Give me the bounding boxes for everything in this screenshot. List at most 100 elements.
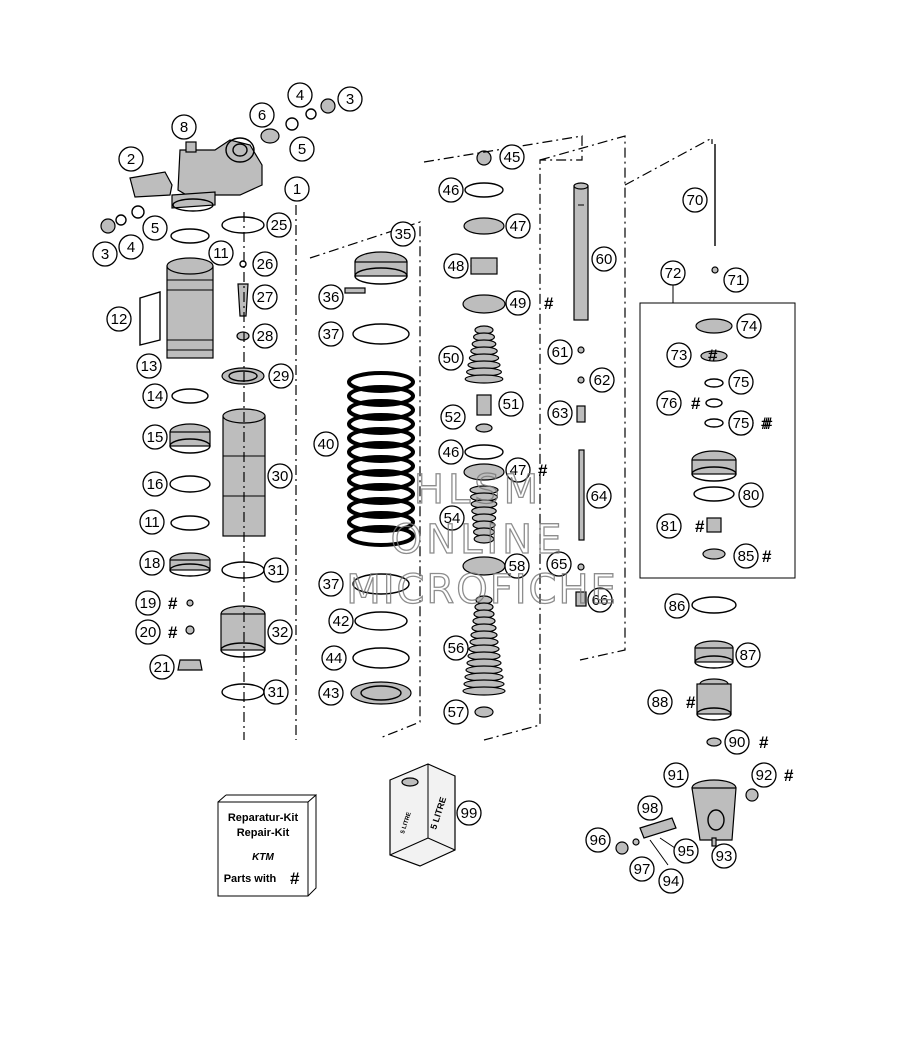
callout-51: 51 bbox=[498, 391, 524, 417]
callout-56: 56 bbox=[443, 635, 469, 661]
callout-circle bbox=[284, 176, 310, 202]
separating-piston-15 bbox=[169, 423, 211, 454]
callout-number: 52 bbox=[445, 409, 462, 426]
callout-circle bbox=[505, 457, 531, 483]
oring-31-top bbox=[221, 561, 265, 579]
ring-44 bbox=[352, 647, 410, 669]
callout-6: 6 bbox=[249, 102, 275, 128]
oring-11-bottom bbox=[170, 515, 210, 531]
ball-26 bbox=[239, 260, 247, 268]
callout-number: 6 bbox=[258, 107, 266, 124]
callout-number: 21 bbox=[154, 659, 171, 676]
hash-marker: # bbox=[695, 517, 705, 536]
callout-number: 4 bbox=[296, 87, 304, 104]
callout-number: 11 bbox=[213, 245, 229, 262]
oil-can-98 bbox=[389, 763, 456, 867]
oring-16 bbox=[169, 475, 211, 493]
callout-number: 42 bbox=[333, 613, 350, 630]
housing-78 bbox=[691, 450, 737, 482]
callout-number: 93 bbox=[716, 848, 733, 865]
callout-62: 62 bbox=[589, 367, 615, 393]
callout-91: 91 bbox=[663, 762, 689, 788]
sleeve-63 bbox=[576, 405, 586, 423]
oring-5-left bbox=[131, 205, 145, 219]
oring-76 bbox=[705, 398, 723, 408]
callout-number: 36 bbox=[323, 289, 340, 306]
callout-5: 5 bbox=[289, 136, 315, 162]
callout-circle bbox=[438, 177, 464, 203]
callout-circle bbox=[504, 553, 530, 579]
callout-90: 90 bbox=[724, 729, 750, 755]
oring-11-top bbox=[170, 228, 210, 244]
ring-42 bbox=[354, 611, 408, 631]
spacer-51 bbox=[476, 394, 492, 416]
callout-circle bbox=[547, 400, 573, 426]
callout-number: 8 bbox=[180, 119, 188, 136]
callout-circle bbox=[289, 136, 315, 162]
callout-circle bbox=[589, 367, 615, 393]
callout-61: 61 bbox=[547, 339, 573, 365]
callout-63: 63 bbox=[547, 400, 573, 426]
callout-number: 76 bbox=[661, 395, 678, 412]
column-6-outline bbox=[624, 136, 713, 186]
callout-96: 96 bbox=[585, 827, 611, 853]
callout-19: 19 bbox=[135, 590, 161, 616]
column-5-outline bbox=[539, 135, 626, 661]
oring-96 bbox=[632, 838, 640, 846]
callout-number: 47 bbox=[510, 218, 527, 235]
callout-circle bbox=[249, 102, 275, 128]
hash-marker: # bbox=[762, 547, 772, 566]
callout-circle bbox=[656, 513, 682, 539]
callout-circle bbox=[733, 543, 759, 569]
callout-circle bbox=[118, 146, 144, 172]
oring-65 bbox=[577, 563, 585, 571]
callout-circle bbox=[139, 550, 165, 576]
callout-74: 74 bbox=[736, 313, 762, 339]
callout-circle bbox=[252, 323, 278, 349]
callout-number: 85 bbox=[738, 548, 755, 565]
callout-circle bbox=[728, 369, 754, 395]
hash-marker: # bbox=[538, 461, 548, 480]
bottom-clevis-90 bbox=[691, 779, 737, 841]
callout-94: 94 bbox=[658, 868, 684, 894]
piston-rod-60 bbox=[573, 182, 589, 321]
callout-circle bbox=[658, 868, 684, 894]
callout-31: 31 bbox=[263, 679, 289, 705]
callout-number: 86 bbox=[669, 598, 686, 615]
washer-4-right bbox=[305, 108, 317, 120]
callout-16: 16 bbox=[142, 471, 168, 497]
callout-number: 44 bbox=[326, 650, 343, 667]
callout-71: 71 bbox=[723, 267, 749, 293]
callout-circle bbox=[666, 342, 692, 368]
seal-47-top bbox=[463, 217, 505, 235]
spring-coil bbox=[347, 497, 415, 519]
valve-19 bbox=[186, 599, 194, 607]
needle-64 bbox=[578, 449, 585, 541]
callout-number: 56 bbox=[448, 640, 465, 657]
callout-number: 2 bbox=[127, 151, 135, 168]
callout-circle bbox=[505, 290, 531, 316]
callout-45: 45 bbox=[499, 144, 525, 170]
oring-75-bottom bbox=[704, 418, 724, 428]
callout-8: 8 bbox=[171, 114, 197, 140]
spring-40 bbox=[347, 371, 415, 547]
callout-number: 3 bbox=[346, 91, 354, 108]
plug-91 bbox=[745, 788, 759, 802]
callout-number: 61 bbox=[552, 344, 569, 361]
cap-18 bbox=[169, 552, 211, 577]
nut-3-left bbox=[100, 218, 116, 234]
callout-86: 86 bbox=[664, 593, 690, 619]
oring-46-bottom bbox=[464, 444, 504, 460]
callout-number: 95 bbox=[678, 843, 695, 860]
callout-number: 1 bbox=[293, 181, 301, 198]
shim-stack-54 bbox=[469, 485, 499, 544]
piston-49 bbox=[462, 294, 506, 314]
callout-circle bbox=[337, 86, 363, 112]
oring-28 bbox=[236, 331, 250, 341]
reservoir-13 bbox=[166, 257, 214, 359]
hash-marker: # bbox=[686, 693, 696, 712]
callout-number: 13 bbox=[141, 358, 158, 375]
sticker-12 bbox=[139, 291, 161, 346]
callout-number: 94 bbox=[663, 873, 680, 890]
